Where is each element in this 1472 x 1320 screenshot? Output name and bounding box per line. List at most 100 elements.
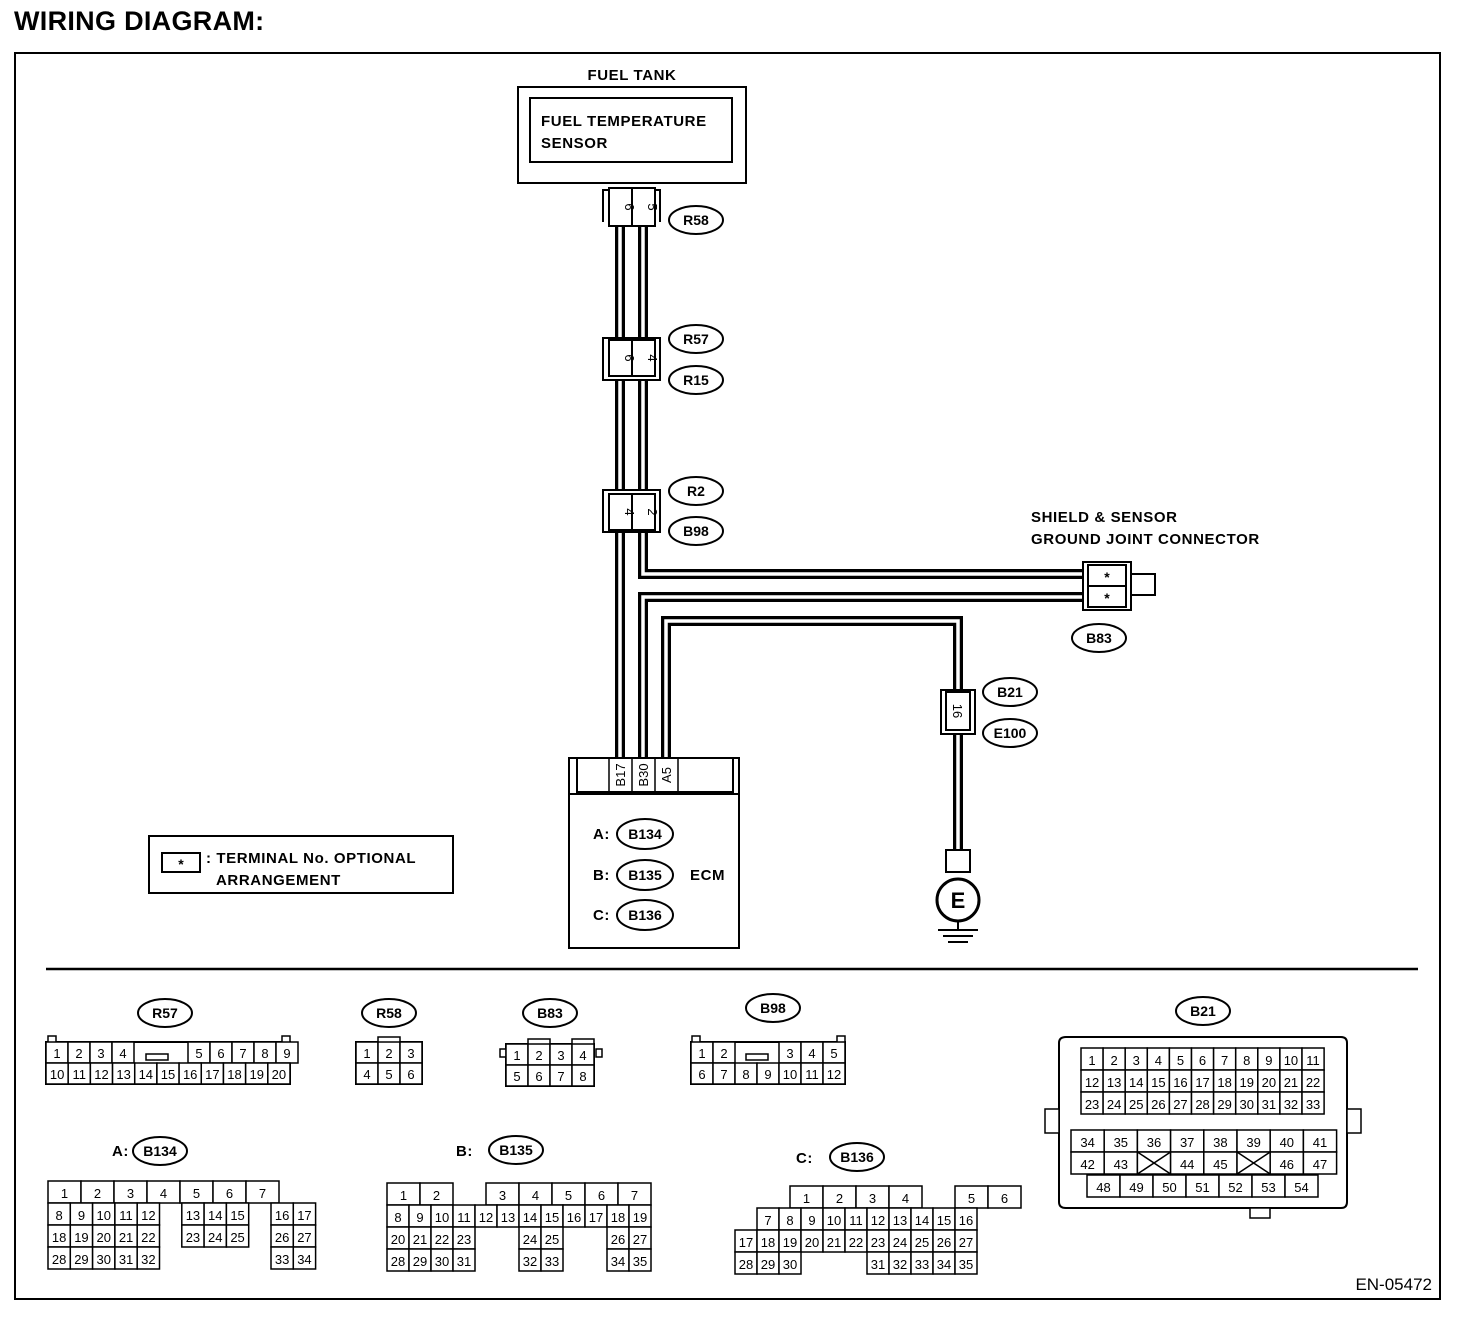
pin-B135-14: 14 — [523, 1210, 537, 1225]
pin-B136-18: 18 — [761, 1235, 775, 1250]
b21-pin-16: 16 — [950, 704, 965, 718]
pin-B136-9: 9 — [808, 1213, 815, 1228]
pin-B135-17: 17 — [589, 1210, 603, 1225]
pin-B21-49: 49 — [1129, 1180, 1143, 1195]
pin-R57-10: 10 — [50, 1067, 64, 1082]
pin-B98-12: 12 — [827, 1067, 841, 1082]
pin-B134-7: 7 — [259, 1186, 266, 1201]
figure-id: EN-05472 — [1355, 1275, 1432, 1294]
face-oval-b83: B83 — [537, 1005, 563, 1021]
pin-B136-22: 22 — [849, 1235, 863, 1250]
pin-B21-36: 36 — [1147, 1135, 1161, 1150]
pin-B98-9: 9 — [764, 1067, 771, 1082]
face-oval-b136: B136 — [840, 1149, 874, 1165]
pin-B21-18: 18 — [1217, 1075, 1231, 1090]
pin-B21-43: 43 — [1114, 1157, 1128, 1172]
r2-pin-4: 4 — [622, 508, 637, 515]
pin-B135-22: 22 — [435, 1232, 449, 1247]
pin-B134-21: 21 — [119, 1230, 133, 1245]
pin-B135-8: 8 — [394, 1210, 401, 1225]
pin-R57-11: 11 — [73, 1067, 87, 1082]
legend-text-line1: : TERMINAL No. OPTIONAL — [206, 850, 416, 867]
pin-B134-13: 13 — [186, 1208, 200, 1223]
pin-B21-44: 44 — [1180, 1157, 1194, 1172]
pin-B98-11: 11 — [805, 1067, 819, 1082]
pin-B136-32: 32 — [893, 1257, 907, 1272]
pin-B136-4: 4 — [902, 1191, 909, 1206]
pin-B136-27: 27 — [959, 1235, 973, 1250]
pin-B98-5: 5 — [830, 1046, 837, 1061]
svg-text:B98: B98 — [683, 523, 709, 539]
pin-B134-28: 28 — [52, 1252, 66, 1267]
pin-R58-3: 3 — [407, 1046, 414, 1061]
pin-B136-12: 12 — [871, 1213, 885, 1228]
connector-b21-e100: 16 — [940, 689, 976, 735]
pin-B134-1: 1 — [61, 1186, 68, 1201]
pin-B135-35: 35 — [633, 1254, 647, 1269]
ecm-label: ECM — [690, 867, 725, 884]
pin-R58-4: 4 — [363, 1067, 370, 1082]
oval-ecm-b136 — [616, 899, 674, 931]
face-prefix-b134: A: — [112, 1143, 129, 1160]
pin-R57-3: 3 — [97, 1046, 104, 1061]
pin-B135-12: 12 — [479, 1210, 493, 1225]
pin-R57-18: 18 — [227, 1067, 241, 1082]
pin-B21-25: 25 — [1129, 1097, 1143, 1112]
pin-B134-34: 34 — [297, 1252, 311, 1267]
pin-B134-25: 25 — [230, 1230, 244, 1245]
pin-R57-2: 2 — [75, 1046, 82, 1061]
face-prefix-b136: C: — [796, 1150, 813, 1167]
pin-B21-7: 7 — [1221, 1053, 1228, 1068]
ecm-id-b135: B135 — [628, 867, 662, 883]
svg-text:B83: B83 — [1086, 630, 1112, 646]
pin-B83-7: 7 — [557, 1069, 564, 1084]
pin-B21-35: 35 — [1114, 1135, 1128, 1150]
pin-B136-35: 35 — [959, 1257, 973, 1272]
pin-B136-29: 29 — [761, 1257, 775, 1272]
ecm-pin-a5: A5 — [659, 767, 674, 783]
pin-B134-32: 32 — [141, 1252, 155, 1267]
pin-B134-20: 20 — [97, 1230, 111, 1245]
pin-B83-1: 1 — [513, 1048, 520, 1063]
pin-B21-53: 53 — [1261, 1180, 1275, 1195]
pin-B134-19: 19 — [74, 1230, 88, 1245]
pin-B134-29: 29 — [74, 1252, 88, 1267]
pin-B21-52: 52 — [1228, 1180, 1242, 1195]
pin-B135-2: 2 — [433, 1188, 440, 1203]
pin-B21-31: 31 — [1262, 1097, 1276, 1112]
pin-R57-12: 12 — [94, 1067, 108, 1082]
pin-B21-12: 12 — [1085, 1075, 1099, 1090]
pin-B21-39: 39 — [1246, 1135, 1260, 1150]
pin-B21-47: 47 — [1313, 1157, 1327, 1172]
pin-B135-27: 27 — [633, 1232, 647, 1247]
pin-R57-17: 17 — [205, 1067, 219, 1082]
pin-B135-3: 3 — [499, 1188, 506, 1203]
pin-B135-23: 23 — [457, 1232, 471, 1247]
pin-B21-17: 17 — [1195, 1075, 1209, 1090]
oval-b21: B21 — [982, 677, 1038, 707]
pin-B135-5: 5 — [565, 1188, 572, 1203]
pin-B136-17: 17 — [739, 1235, 753, 1250]
pin-B136-33: 33 — [915, 1257, 929, 1272]
pin-R58-1: 1 — [363, 1046, 370, 1061]
pin-B21-48: 48 — [1096, 1180, 1110, 1195]
pin-B134-14: 14 — [208, 1208, 222, 1223]
pin-B21-45: 45 — [1213, 1157, 1227, 1172]
pin-R57-16: 16 — [183, 1067, 197, 1082]
pin-B134-15: 15 — [230, 1208, 244, 1223]
fuel-temperature-sensor — [529, 97, 733, 163]
pin-B136-19: 19 — [783, 1235, 797, 1250]
pin-B21-9: 9 — [1265, 1053, 1272, 1068]
pin-B135-19: 19 — [633, 1210, 647, 1225]
pin-B136-1: 1 — [803, 1191, 810, 1206]
pin-R57-19: 19 — [249, 1067, 263, 1082]
pin-B98-2: 2 — [720, 1046, 727, 1061]
pin-B136-3: 3 — [869, 1191, 876, 1206]
pin-R57-4: 4 — [119, 1046, 126, 1061]
ecm-pin-b30: B30 — [636, 763, 651, 786]
pin-B98-1: 1 — [698, 1046, 705, 1061]
svg-text:R15: R15 — [683, 372, 709, 388]
face-oval-b134: B134 — [143, 1143, 177, 1159]
pin-B135-25: 25 — [545, 1232, 559, 1247]
